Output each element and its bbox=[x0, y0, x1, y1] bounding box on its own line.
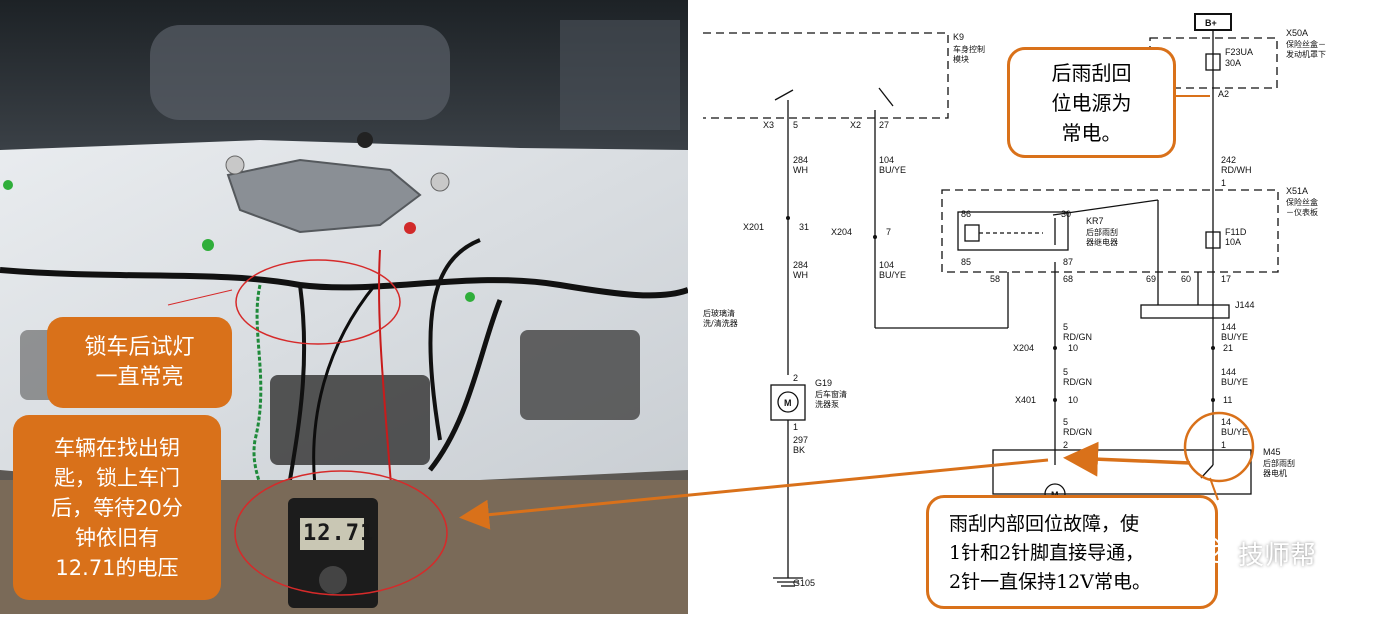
pin-a2: A2 bbox=[1218, 89, 1229, 99]
wire-5b: 5 bbox=[1063, 367, 1068, 377]
pump-pin-1: 1 bbox=[793, 422, 798, 432]
wire-104b: 104 bbox=[879, 260, 894, 270]
relay-pin-30: 30 bbox=[1061, 209, 1071, 219]
photo-panel: 12.71 锁车后试灯 一直常亮 车辆在找出钥 匙，锁上车门 后，等待20分 钟… bbox=[0, 0, 688, 614]
wire-242: 242 bbox=[1221, 155, 1236, 165]
g19-name: 后车窗清洗器泵 bbox=[815, 389, 847, 409]
wire-242-color: RD/WH bbox=[1221, 165, 1252, 175]
wire-144b: 144 bbox=[1221, 367, 1236, 377]
pump-motor-symbol: M bbox=[784, 398, 792, 408]
power-note: 后雨刮回 位电源为 常电。 bbox=[1007, 47, 1176, 158]
wire-297-color: BK bbox=[793, 445, 805, 455]
wire-5b-color: RD/GN bbox=[1063, 377, 1092, 387]
relay-pin-87: 87 bbox=[1063, 257, 1073, 267]
x204-left-label: X204 bbox=[831, 227, 852, 237]
x2-label: X2 bbox=[850, 120, 861, 130]
m45-label: M45 bbox=[1263, 447, 1281, 457]
wire-144a-color: BU/YE bbox=[1221, 332, 1248, 342]
wire-144c-color: BU/YE bbox=[1221, 427, 1248, 437]
wire-297: 297 bbox=[793, 435, 808, 445]
wire-144a: 144 bbox=[1221, 322, 1236, 332]
wire-5a: 5 bbox=[1063, 322, 1068, 332]
pin-69: 69 bbox=[1146, 274, 1156, 284]
k9-label: K9 bbox=[953, 32, 964, 42]
callout-key-voltage: 车辆在找出钥 匙，锁上车门 后，等待20分 钟依旧有 12.71的电压 bbox=[13, 415, 221, 600]
x204-left-pin: 7 bbox=[886, 227, 891, 237]
j144-label: J144 bbox=[1235, 300, 1255, 310]
x2-pin: 27 bbox=[879, 120, 889, 130]
x201-pin: 31 bbox=[799, 222, 809, 232]
g19-label: G19 bbox=[815, 378, 832, 388]
x3-label: X3 bbox=[763, 120, 774, 130]
x204-pin-a: 10 bbox=[1068, 343, 1078, 353]
arrow-to-meter bbox=[459, 458, 1049, 530]
motor-pin-1: 1 bbox=[1221, 440, 1226, 450]
x401-label: X401 bbox=[1015, 395, 1036, 405]
wire-144c: 14 bbox=[1221, 417, 1231, 427]
pin-1-top: 1 bbox=[1221, 178, 1226, 188]
wire-104a-color: BU/YE bbox=[879, 165, 906, 175]
background-car bbox=[150, 25, 450, 120]
arrow-pin1-to-pin2 bbox=[1063, 441, 1191, 477]
pin1-highlight-circle bbox=[1183, 411, 1255, 483]
x204-pin-b: 21 bbox=[1223, 343, 1233, 353]
f23ua-label: F23UA bbox=[1225, 47, 1253, 57]
relay-pin-86: 86 bbox=[961, 209, 971, 219]
wire-284b: 284 bbox=[793, 260, 808, 270]
wire-144b-color: BU/YE bbox=[1221, 377, 1248, 387]
meter-circle bbox=[234, 470, 448, 596]
schematic-drawing: B+ K9 车身控制模块 X50A 保险丝盒－发动机罩下 F23UA 30A A… bbox=[703, 13, 1326, 588]
pin-68: 68 bbox=[1063, 274, 1073, 284]
kr7-name: 后部雨刮器继电器 bbox=[1086, 227, 1118, 247]
fault-note: 雨刮内部回位故障，使 1针和2针脚直接导通， 2针一直保持12V常电。 bbox=[926, 495, 1218, 609]
pin-58: 58 bbox=[990, 274, 1000, 284]
pump-pin-2: 2 bbox=[793, 373, 798, 383]
relay-pin-85: 85 bbox=[961, 257, 971, 267]
wire-284a-color: WH bbox=[793, 165, 808, 175]
x401-pin-a: 10 bbox=[1068, 395, 1078, 405]
x201-label: X201 bbox=[743, 222, 764, 232]
callout-lock-test-lamp: 锁车后试灯 一直常亮 bbox=[47, 317, 232, 408]
test-lamp-circle bbox=[235, 259, 401, 345]
wire-104b-color: BU/YE bbox=[879, 270, 906, 280]
x51a-label: X51A bbox=[1286, 186, 1308, 196]
wire-5c: 5 bbox=[1063, 417, 1068, 427]
x401-pin-b: 11 bbox=[1223, 395, 1232, 405]
k9-name: 车身控制模块 bbox=[953, 44, 985, 64]
pin-17: 17 bbox=[1221, 274, 1231, 284]
wire-5a-color: RD/GN bbox=[1063, 332, 1092, 342]
m45-name: 后部雨刮器电机 bbox=[1263, 458, 1295, 478]
f23ua-rating: 30A bbox=[1225, 58, 1241, 68]
watermark: 技师帮 bbox=[1238, 541, 1317, 571]
x51a-name: 保险丝盒－仪表板 bbox=[1286, 197, 1318, 217]
x3-pin: 5 bbox=[793, 120, 798, 130]
x204-label: X204 bbox=[1013, 343, 1034, 353]
g105-label: G105 bbox=[793, 578, 815, 588]
wiper-motor bbox=[226, 158, 422, 234]
x50a-name: 保险丝盒－发动机罩下 bbox=[1286, 39, 1326, 59]
wire-284a: 284 bbox=[793, 155, 808, 165]
wire-104a: 104 bbox=[879, 155, 894, 165]
x50a-label: X50A bbox=[1286, 28, 1308, 38]
kr7-label: KR7 bbox=[1086, 216, 1104, 226]
wire-284b-color: WH bbox=[793, 270, 808, 280]
battery-label: B+ bbox=[1205, 18, 1217, 28]
f11d-rating: 10A bbox=[1225, 237, 1241, 247]
f11d-label: F11D bbox=[1225, 227, 1247, 237]
wechat-icon bbox=[1193, 536, 1230, 563]
pin-60: 60 bbox=[1181, 274, 1191, 284]
wire-5c-color: RD/GN bbox=[1063, 427, 1092, 437]
washer-label: 后玻璃清洗/清洗器 bbox=[703, 308, 738, 328]
